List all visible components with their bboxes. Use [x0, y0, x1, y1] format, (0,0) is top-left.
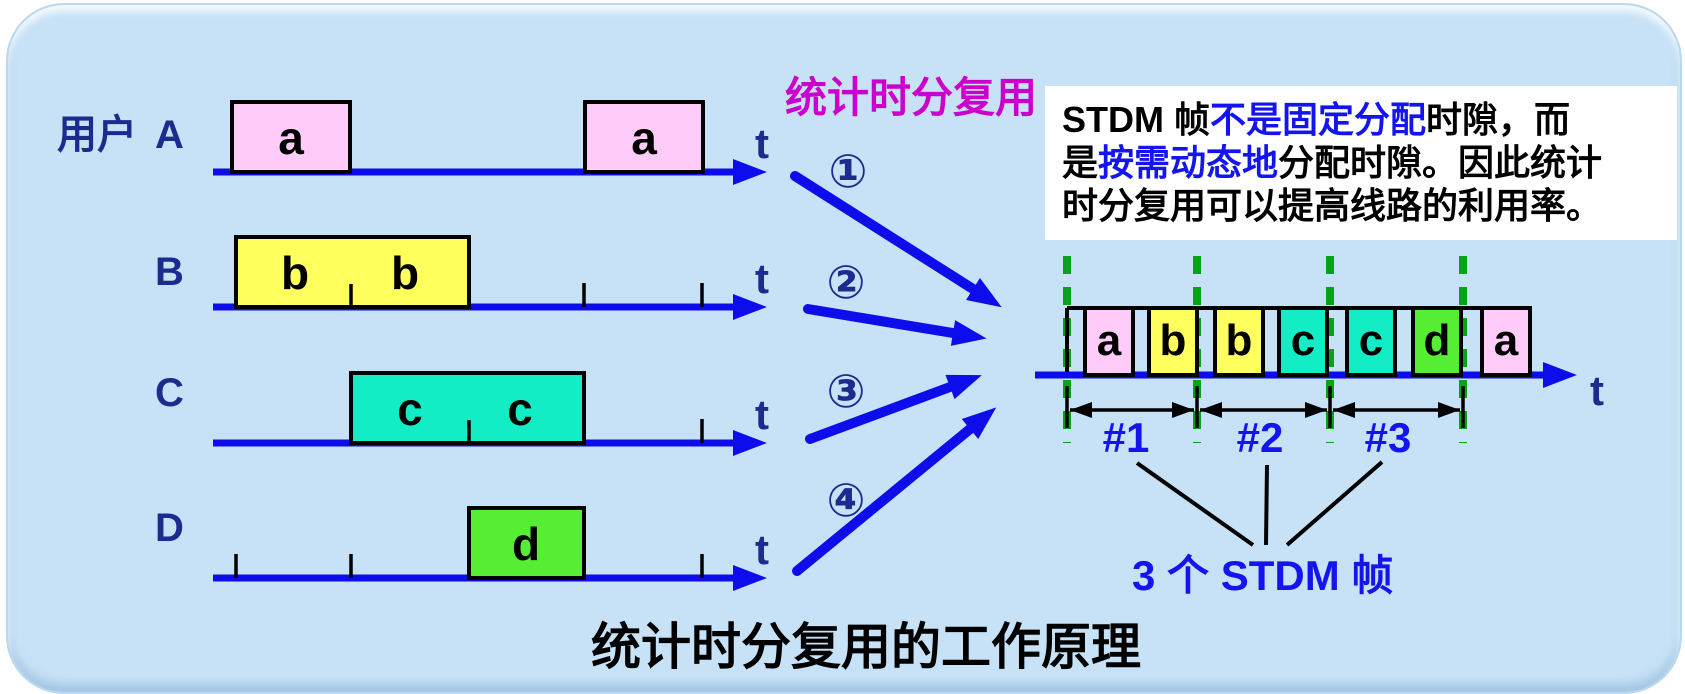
block-d	[467, 506, 586, 580]
block-d-label: d	[512, 518, 540, 570]
mux-slot-6	[1411, 306, 1463, 377]
block-a2-label: a	[631, 112, 657, 164]
mux-slot-4-label: c	[1291, 316, 1315, 365]
block-a1-label: a	[278, 112, 304, 164]
note-box: STDM 帧不是固定分配时隙，而 是按需动态地分配时隙。因此统计 时分复用可以提…	[1045, 86, 1677, 240]
flow-arrows: ① ② ③ ④	[790, 145, 1002, 576]
user-b-label: B	[155, 250, 184, 294]
flow-arrow-3	[805, 374, 982, 444]
mux-slot-6-label: d	[1424, 316, 1451, 365]
timeline-c-t: t	[755, 391, 769, 438]
users-prefix-label: 用户	[57, 113, 137, 157]
flow-arrow-4	[792, 407, 997, 576]
user-row-b: B b b t	[155, 235, 769, 320]
mux-slot-2-label: b	[1160, 316, 1187, 365]
mux-slot-3	[1213, 306, 1265, 377]
mux-slot-7-label: a	[1494, 316, 1519, 365]
block-c1-label: c	[397, 383, 423, 435]
frame-3-label: #3	[1365, 414, 1412, 461]
block-b2-label: b	[391, 247, 419, 299]
flow-arrow-2	[803, 304, 987, 346]
caption-pointer-3	[1285, 460, 1384, 547]
mux-slot-7	[1480, 306, 1532, 377]
mux-slot-4	[1277, 306, 1329, 377]
mux-slot-1-label: a	[1097, 316, 1122, 365]
diagram-title: 统计时分复用的工作原理	[591, 619, 1141, 675]
flow-arrow-4-number: ④	[827, 474, 866, 526]
caption-pointer-1	[1135, 461, 1255, 547]
flow-arrow-1-number: ①	[829, 145, 868, 197]
mux-timeline: t a b b c c d a #1 #2	[1035, 256, 1604, 599]
user-row-d: D d t	[155, 506, 769, 591]
caption-pointer-2	[1264, 464, 1269, 546]
mux-slot-1	[1083, 306, 1135, 377]
block-a1	[230, 100, 352, 174]
user-d-label: D	[155, 506, 184, 550]
flow-arrow-1	[790, 171, 1002, 308]
mux-slot-3-label: b	[1226, 316, 1253, 365]
frame-2-label: #2	[1237, 414, 1284, 461]
block-b1-label: b	[281, 247, 309, 299]
block-a2	[583, 100, 705, 174]
timeline-b-t: t	[755, 255, 769, 302]
user-a-label: A	[155, 113, 184, 157]
note-line-1: STDM 帧不是固定分配时隙，而	[1062, 99, 1570, 140]
flow-arrow-2-number: ②	[827, 256, 866, 308]
block-c2-label: c	[507, 383, 533, 435]
mux-axis-t: t	[1590, 367, 1604, 414]
note-box-bg	[1045, 86, 1677, 240]
user-row-a: 用户 A a a t	[57, 100, 769, 185]
user-c-label: C	[155, 371, 184, 415]
stdm-frames-caption: 3 个 STDM 帧	[1132, 552, 1393, 599]
mux-slot-5-label: c	[1359, 316, 1383, 365]
timeline-d-t: t	[755, 526, 769, 573]
timeline-a-t: t	[755, 120, 769, 167]
note-line-2: 是按需动态地分配时隙。因此统计	[1062, 142, 1602, 183]
note-line-3: 时分复用可以提高线路的利用率。	[1062, 185, 1602, 226]
frame-1-label: #1	[1103, 414, 1150, 461]
mux-slot-5	[1345, 306, 1397, 377]
user-row-c: C c c t	[155, 371, 769, 456]
mux-heading: 统计时分复用	[785, 74, 1037, 121]
mux-slot-2	[1147, 306, 1199, 377]
flow-arrow-3-number: ③	[827, 365, 866, 417]
